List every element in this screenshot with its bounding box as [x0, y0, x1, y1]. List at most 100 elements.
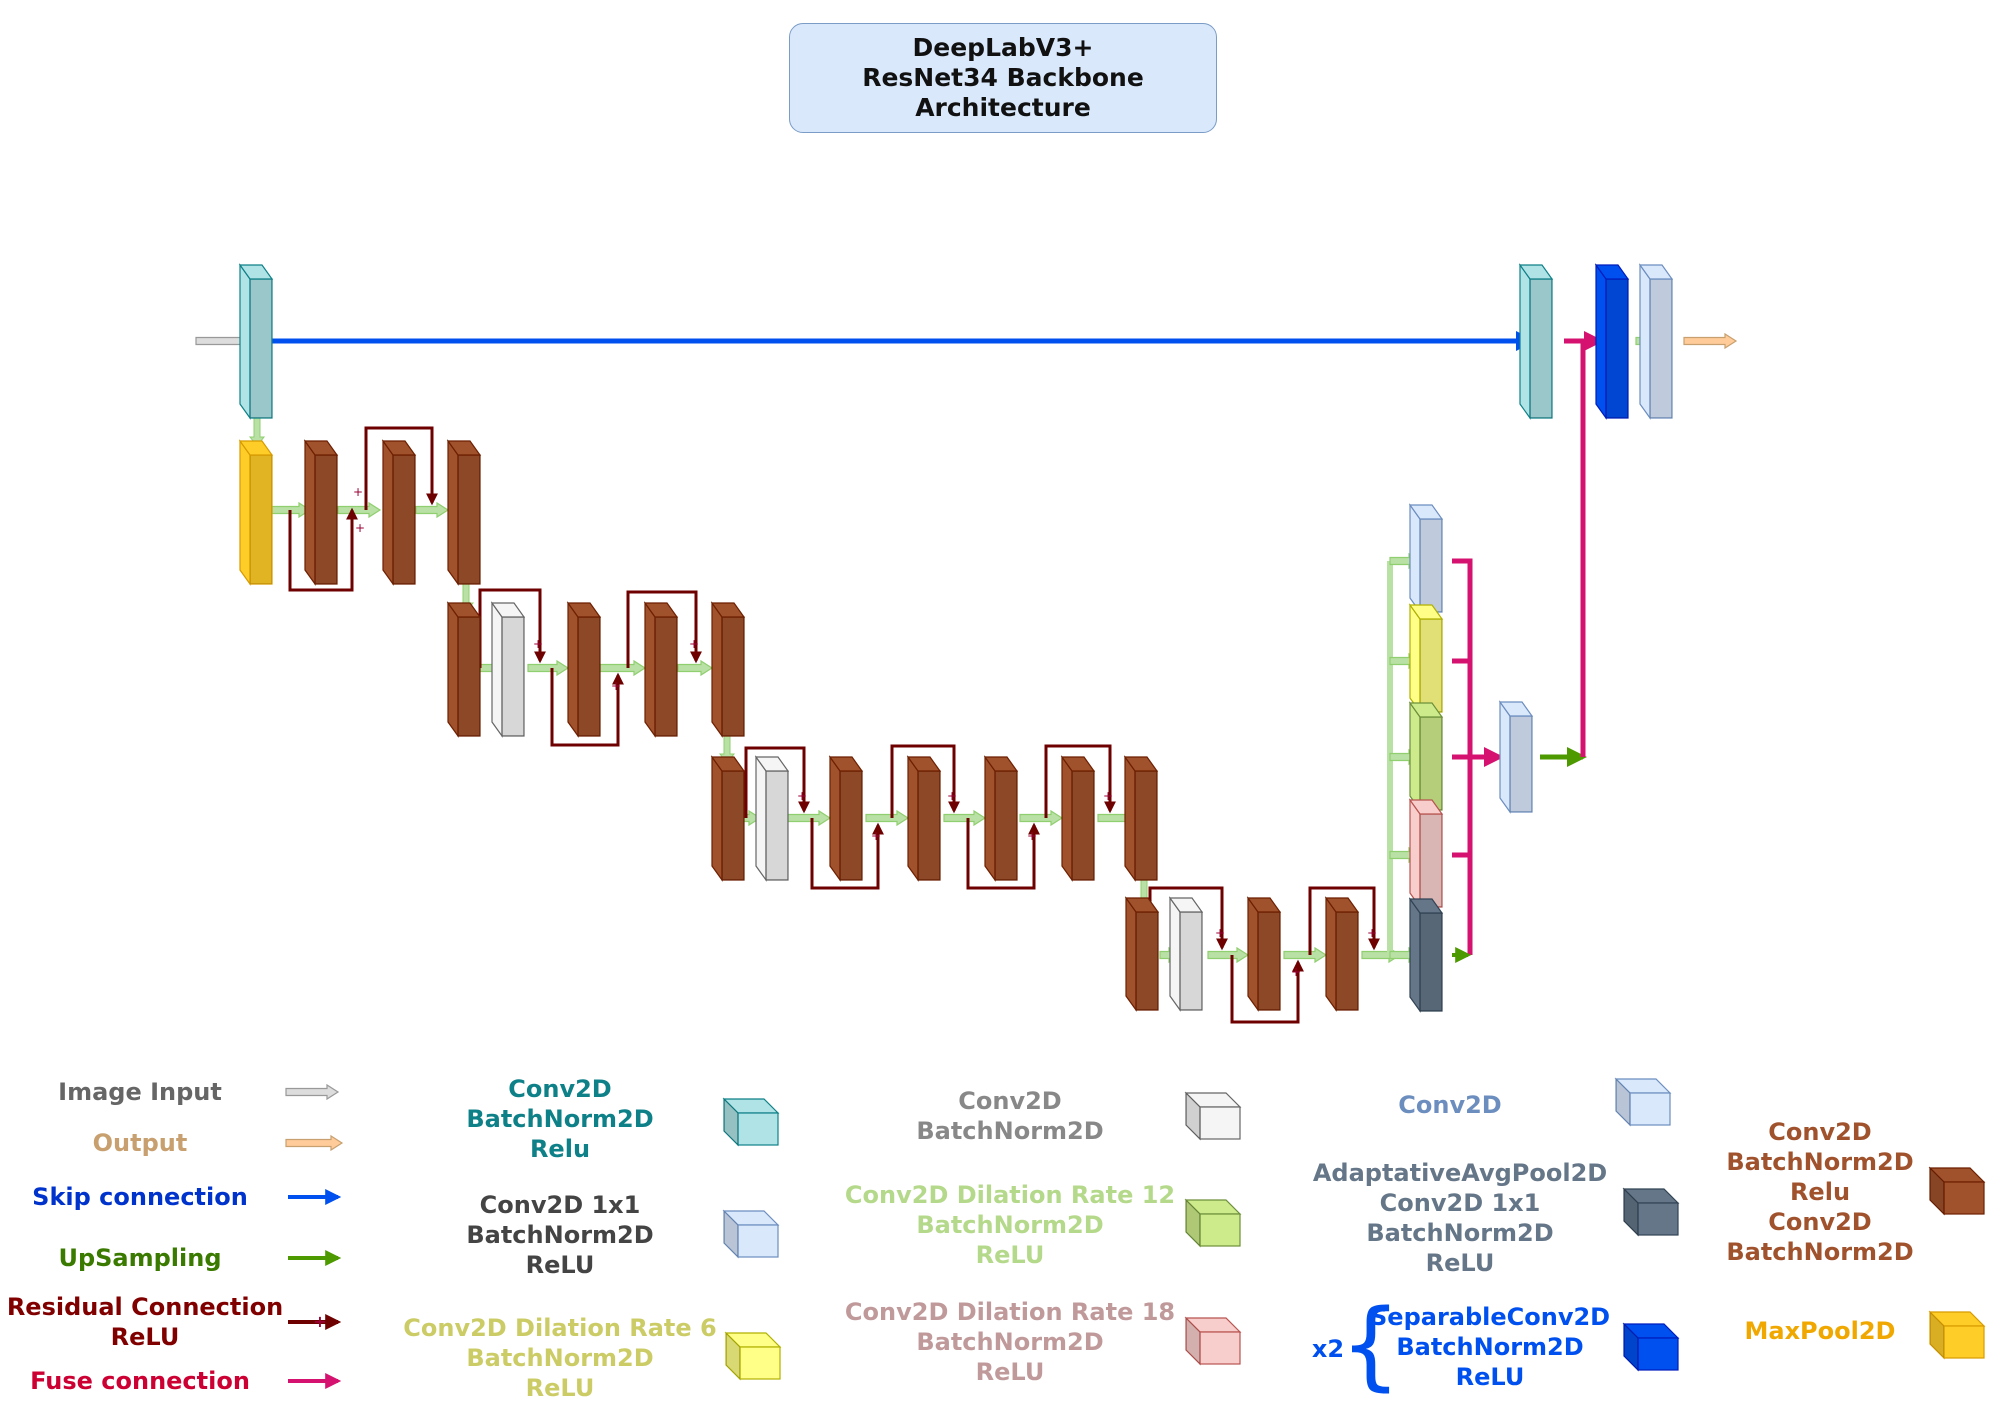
block-s2-res-3-top [710, 602, 746, 618]
legend-cube-conv1x1 [722, 1209, 780, 1259]
legend-cube-dil6-shade [726, 1333, 740, 1379]
block-s2-downsample-shade [502, 617, 524, 736]
legend-residual-line-1: Residual Connection [6, 1293, 284, 1321]
block-aspp-pool-shade [1420, 913, 1442, 1011]
block-s3-res-5-top [1123, 756, 1159, 772]
block-s4-res-2-shade [1336, 912, 1358, 1010]
legend-resblock-line-2: BatchNorm2D [1726, 1148, 1914, 1176]
legend-cube-conv2d-shade [1616, 1079, 1630, 1125]
block-s1-res-2-shade [458, 455, 480, 584]
legend-cube-teal-shade [724, 1099, 738, 1145]
residual-plus-0: + [353, 485, 363, 499]
layer-blocks [238, 263, 1674, 1013]
legend-input-arrow [285, 1083, 340, 1101]
legend-sep-prefix: x2 [1311, 1335, 1345, 1363]
block-aspp-conv1x1-front [1409, 503, 1421, 614]
block-s4-res-0-top [1124, 897, 1160, 913]
block-s2-res-0 [446, 601, 482, 738]
legend-cube-maxpool-shade [1930, 1312, 1944, 1358]
block-s3-res-3-top [983, 756, 1019, 772]
block-s1-res-2-front [447, 439, 459, 586]
legend-dil12-line-1: Conv2D Dilation Rate 12 [844, 1181, 1176, 1209]
block-decoder-sepconv-front [1595, 263, 1607, 420]
block-aspp-dil18-shade [1420, 814, 1442, 907]
legend-resblock-label: Conv2D BatchNorm2D Relu Conv2D BatchNorm… [1700, 1117, 1940, 1267]
legend-sep-line-1: SeparableConv2D [1370, 1303, 1611, 1331]
legend-output-arrow [285, 1134, 344, 1152]
block-s4-downsample-top [1168, 897, 1204, 913]
block-s3-res-0-shade [722, 771, 744, 880]
flow-s2-b [527, 659, 570, 677]
block-aspp-conv1x1-shade [1420, 519, 1442, 612]
res-s2-2 [626, 590, 702, 668]
res-s3-0 [744, 746, 810, 818]
block-decoder-conv [1518, 263, 1554, 420]
block-input-conv-top [238, 264, 274, 280]
legend-cube-dil18-left [1185, 1316, 1201, 1366]
legend-cube-dil6-front [739, 1346, 781, 1380]
legend-upsampling-label: UpSampling [58, 1244, 222, 1272]
legend-cube-sep-front [1637, 1337, 1679, 1371]
block-s3-res-4-top [1060, 756, 1096, 772]
block-maxpool-front [239, 439, 251, 586]
legend-cube-white-shade [1186, 1093, 1200, 1139]
block-decoder-conv-shade [1530, 279, 1552, 418]
block-final-conv [1638, 263, 1674, 420]
block-input-conv [238, 263, 274, 420]
block-s4-res-2 [1324, 896, 1360, 1012]
block-s3-res-0-top [710, 756, 746, 772]
block-s3-downsample [754, 755, 790, 882]
legend-cube-conv1x1-shade [724, 1211, 738, 1257]
legend-swatches [285, 1077, 1986, 1389]
block-s3-downsample-front [755, 755, 767, 882]
legend-cube-pool [1622, 1187, 1680, 1237]
residual-plus-12: + [1367, 926, 1377, 940]
legend-cube-teal-left [723, 1097, 739, 1147]
block-s3-res-5-front [1124, 755, 1136, 882]
block-s2-downsample-front [491, 601, 503, 738]
block-s3-res-3-shade [995, 771, 1017, 880]
legend-teal-line-3: Relu [529, 1135, 591, 1163]
legend-dil12-line-3: ReLU [975, 1241, 1045, 1269]
block-s2-res-3 [710, 601, 746, 738]
legend-resblock-line-5: BatchNorm2D [1726, 1238, 1914, 1266]
residual-plus-5: + [797, 789, 807, 803]
legend-pool-line-2: Conv2D 1x1 [1379, 1189, 1541, 1217]
legend-cube-conv1x1-left [723, 1209, 739, 1259]
block-maxpool-shade [250, 455, 272, 584]
block-s3-res-4 [1060, 755, 1096, 882]
legend-cube-teal [722, 1097, 780, 1147]
block-s4-downsample [1168, 896, 1204, 1012]
residual-plus-11: + [1291, 965, 1301, 979]
block-s2-res-0-top [446, 602, 482, 618]
legend-pool-line-3: BatchNorm2D [1366, 1219, 1554, 1247]
legend-cube-conv1x1-front [737, 1224, 779, 1258]
legend-conv1x1-line-1: Conv2D 1x1 [479, 1191, 641, 1219]
block-s4-res-1-top [1246, 897, 1282, 913]
block-s1-res-0-front [304, 439, 316, 586]
legend-cube-maxpool [1928, 1310, 1986, 1360]
block-s2-res-0-front [447, 601, 459, 738]
flow-s3-e [1019, 809, 1064, 827]
legend-cube-resblock-front [1943, 1181, 1985, 1215]
legend-pool-label: AdaptativeAvgPool2D Conv2D 1x1 BatchNorm… [1310, 1158, 1610, 1278]
block-aspp-conv1x1-top [1408, 504, 1444, 520]
block-s4-res-1 [1246, 896, 1282, 1012]
block-s4-downsample-shade [1180, 912, 1202, 1010]
legend-cube-dil12-front [1199, 1213, 1241, 1247]
legend-output-label: Output [92, 1129, 188, 1157]
block-s3-res-2-shade [918, 771, 940, 880]
block-decoder-sepconv-shade [1606, 279, 1628, 418]
block-s1-res-1-shade [393, 455, 415, 584]
block-s3-downsample-top [754, 756, 790, 772]
block-aspp-pool-front [1409, 897, 1421, 1013]
legend-maxpool-label: MaxPool2D [1744, 1317, 1896, 1345]
res-s3-1 [810, 818, 884, 890]
block-s2-res-1 [566, 601, 602, 738]
legend-cube-resblock-left [1929, 1166, 1945, 1216]
block-s4-res-0-front [1125, 896, 1137, 1012]
legend-cube-sep-left [1623, 1322, 1639, 1372]
legend-dil6-line-1: Conv2D Dilation Rate 6 [403, 1314, 717, 1342]
legend-dil6-label: Conv2D Dilation Rate 6 BatchNorm2D ReLU [400, 1313, 720, 1403]
legend-plus-sign: + [313, 1312, 327, 1331]
